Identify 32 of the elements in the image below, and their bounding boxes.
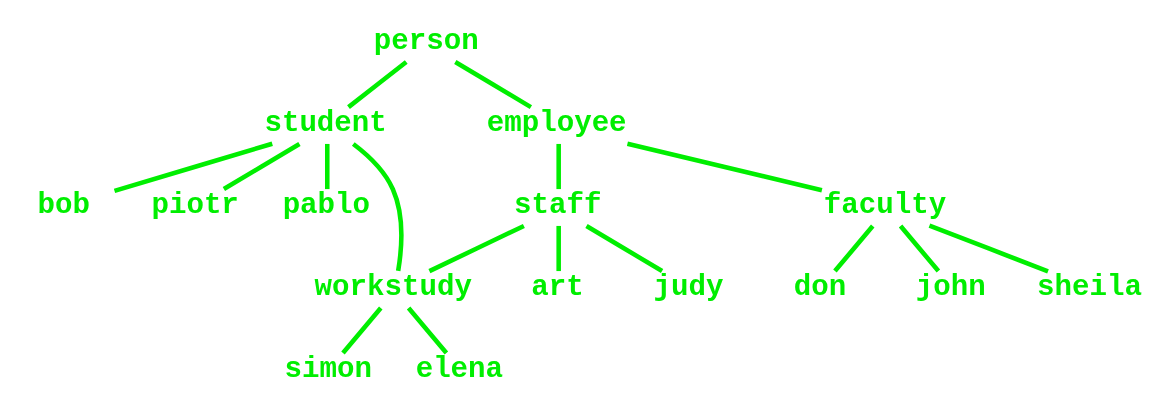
node-text: bob: [37, 188, 91, 222]
node-text: person: [373, 24, 479, 58]
connector: [347, 59, 408, 109]
connector: [585, 223, 664, 273]
node-text: simon: [284, 352, 372, 386]
connector: [341, 305, 383, 355]
node-text: faculty: [823, 188, 947, 222]
node-text: sheila: [1036, 270, 1142, 304]
connector: [222, 141, 301, 191]
node-text: staff: [514, 188, 602, 222]
node-text: employee: [486, 106, 627, 140]
connector: [833, 223, 875, 273]
connector: [113, 141, 273, 193]
node-text: workstudy: [314, 270, 472, 304]
node-text: student: [264, 106, 387, 140]
connector: [928, 223, 1049, 273]
node-text: don: [793, 270, 847, 304]
connector: [325, 143, 330, 189]
node-text: pablo: [282, 188, 371, 222]
node-text: piotr: [151, 188, 239, 222]
node-text: judy: [653, 270, 724, 304]
connector: [556, 225, 561, 271]
connector: [428, 223, 525, 273]
connector: [406, 305, 449, 355]
connector: [556, 143, 561, 189]
connector: [626, 141, 823, 192]
node-text: art: [531, 270, 584, 304]
connector: [454, 59, 533, 109]
connector: [898, 223, 941, 273]
node-text: elena: [415, 352, 504, 386]
node-text: john: [915, 270, 986, 304]
connector: [351, 141, 404, 271]
